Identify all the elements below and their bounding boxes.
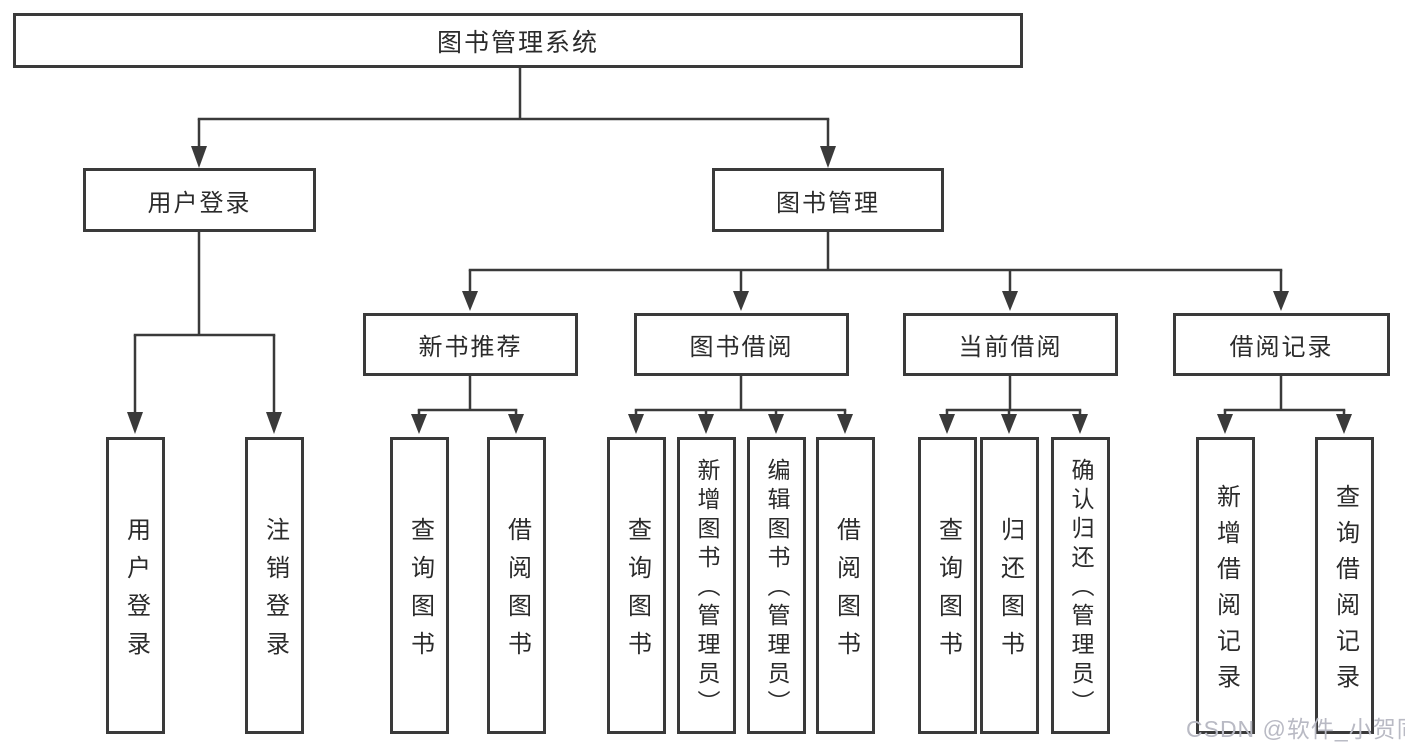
connector-root-to-level2	[191, 68, 836, 168]
node-new-book-recommendation: 新书推荐	[363, 313, 578, 376]
node-root-system: 图书管理系统	[13, 13, 1023, 68]
leaf-add-borrow-record-label: 新增借阅记录	[1212, 483, 1240, 700]
leaf-confirm-return-admin: 确认归还（管理员）	[1051, 437, 1110, 734]
leaf-add-books-admin-label: 新增图书（管理员）	[694, 458, 720, 719]
leaf-user-login-label: 用户登录	[122, 516, 150, 669]
leaf-borrow-books-recommend-label: 借阅图书	[503, 516, 531, 669]
node-book-management: 图书管理	[712, 168, 944, 232]
csdn-watermark: CSDN @软件_小贺同学	[1186, 716, 1405, 742]
leaf-logout: 注销登录	[245, 437, 304, 734]
leaf-add-books-admin: 新增图书（管理员）	[677, 437, 736, 734]
connector-current-borrow-children	[939, 376, 1088, 434]
node-book-management-label: 图书管理	[776, 189, 880, 217]
leaf-query-books-borrow: 查询图书	[607, 437, 666, 734]
node-user-login: 用户登录	[83, 168, 316, 232]
connector-book-borrow-children	[628, 376, 853, 434]
leaf-logout-label: 注销登录	[261, 516, 289, 669]
node-borrowing-records: 借阅记录	[1173, 313, 1390, 376]
node-borrowing-records-label: 借阅记录	[1229, 334, 1334, 361]
node-book-borrowing: 图书借阅	[634, 313, 849, 376]
leaf-edit-books-admin: 编辑图书（管理员）	[747, 437, 806, 734]
connector-book-management-children	[462, 232, 1289, 311]
leaf-query-borrow-record: 查询借阅记录	[1315, 437, 1374, 734]
node-root-system-label: 图书管理系统	[436, 28, 599, 57]
leaf-return-books: 归还图书	[980, 437, 1039, 734]
leaf-query-books-current: 查询图书	[918, 437, 977, 734]
leaf-user-login: 用户登录	[106, 437, 165, 734]
leaf-query-books-borrow-label: 查询图书	[623, 516, 651, 669]
node-user-login-label: 用户登录	[147, 189, 252, 217]
leaf-return-books-label: 归还图书	[996, 516, 1024, 669]
connector-user-login-children	[127, 232, 282, 434]
node-current-borrowing: 当前借阅	[903, 313, 1118, 376]
leaf-borrow-books-label: 借阅图书	[832, 516, 860, 669]
leaf-borrow-books-recommend: 借阅图书	[487, 437, 546, 734]
connector-new-book-children	[411, 376, 524, 434]
node-new-book-recommendation-label: 新书推荐	[418, 334, 523, 361]
leaf-edit-books-admin-label: 编辑图书（管理员）	[764, 458, 790, 719]
leaf-query-books-recommend-label: 查询图书	[406, 516, 434, 669]
leaf-add-borrow-record: 新增借阅记录	[1196, 437, 1255, 734]
leaf-borrow-books: 借阅图书	[816, 437, 875, 734]
node-book-borrowing-label: 图书借阅	[689, 334, 794, 361]
node-current-borrowing-label: 当前借阅	[958, 334, 1063, 361]
leaf-query-borrow-record-label: 查询借阅记录	[1331, 483, 1359, 700]
leaf-query-books-current-label: 查询图书	[934, 516, 962, 669]
leaf-query-books-recommend: 查询图书	[390, 437, 449, 734]
leaf-confirm-return-admin-label: 确认归还（管理员）	[1068, 458, 1094, 719]
connector-borrow-records-children	[1217, 376, 1352, 434]
